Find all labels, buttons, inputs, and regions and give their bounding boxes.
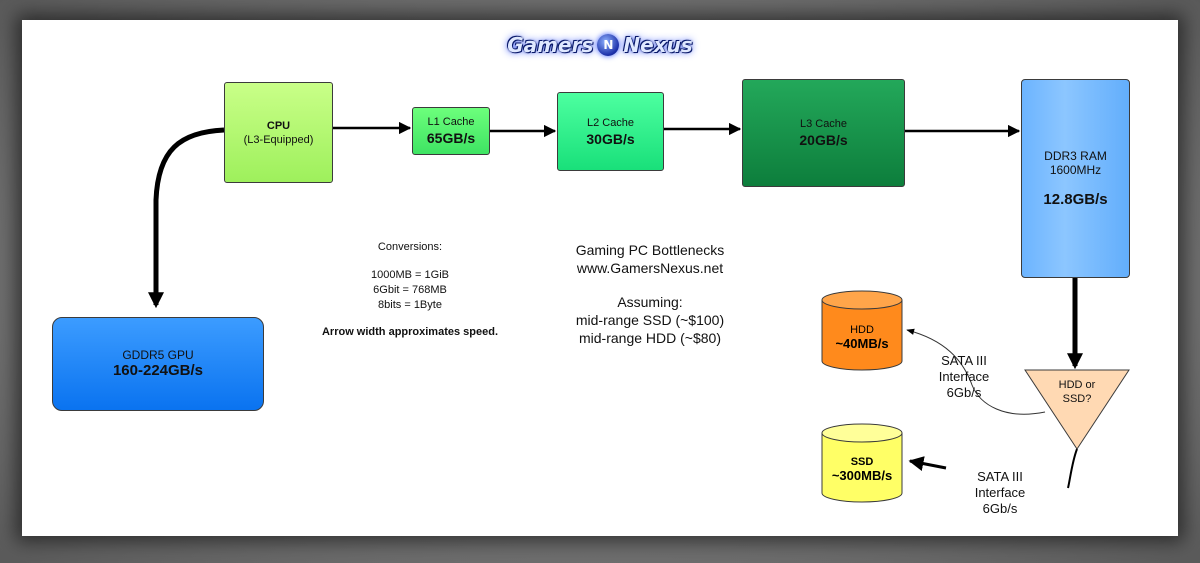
logo-text-right: Nexus (623, 33, 693, 57)
hdd-title: HDD (850, 323, 874, 336)
decision-triangle (1024, 369, 1130, 450)
ram-title: DDR3 RAM (1044, 148, 1107, 163)
gpu-speed: 160-224GB/s (112, 362, 204, 379)
conversion-line-1: 1000MB = 1GiB (371, 269, 449, 281)
assume-heading: Assuming: (617, 294, 683, 310)
logo-text-left: Gamers (507, 33, 594, 57)
l2-title: L2 Cache (586, 116, 635, 129)
sata-ssd-line-2: Interface (974, 485, 1026, 500)
gpu-title: GDDR5 GPU (122, 348, 194, 362)
ssd-node: SSD ~300MB/s (822, 446, 902, 492)
hdd-speed: ~40MB/s (835, 335, 889, 351)
ssd-speed: ~300MB/s (831, 467, 893, 483)
arrow-width-note: Arrow width approximates speed. (321, 326, 499, 338)
sata-ssd-line-1: SATA III (977, 469, 1023, 484)
decision-line-2: SSD? (1062, 393, 1092, 405)
cpu-subtitle: (L3-Equipped) (243, 133, 314, 146)
ram-speed: 12.8GB/s (1043, 190, 1108, 208)
l3-cache-node: L3 Cache 20GB/s (742, 79, 905, 187)
ram-node: DDR3 RAM 1600MHz 12.8GB/s (1021, 79, 1130, 278)
ram-subtitle: 1600MHz (1049, 162, 1102, 177)
gpu-node: GDDR5 GPU 160-224GB/s (52, 317, 264, 411)
arrow-decision-ssd-tail (1067, 448, 1078, 489)
sata-hdd-line-2: Interface (938, 369, 990, 384)
l1-speed: 65GB/s (426, 130, 476, 146)
info-block: Gaming PC Bottlenecks www.GamersNexus.ne… (540, 241, 760, 347)
ssd-title: SSD (850, 455, 874, 468)
ssd-cylinder-shape (821, 423, 903, 503)
sata-hdd-line-1: SATA III (941, 353, 987, 368)
cpu-title: CPU (266, 119, 291, 132)
l3-speed: 20GB/s (799, 132, 848, 148)
logo-emblem-icon: N (597, 34, 620, 56)
l1-title: L1 Cache (427, 116, 475, 128)
info-website: www.GamersNexus.net (576, 260, 724, 276)
conversion-line-2: 6Gbit = 768MB (373, 284, 447, 296)
conversions-heading: Conversions: (377, 241, 443, 253)
sata-hdd-line-3: 6Gb/s (946, 385, 982, 400)
l3-title: L3 Cache (799, 118, 848, 130)
sata-hdd-label: SATA III Interface 6Gb/s (924, 353, 1004, 401)
decision-line-1: HDD or (1058, 379, 1096, 391)
l2-cache-node: L2 Cache 30GB/s (557, 92, 664, 171)
arrow-decision-hdd (906, 328, 1046, 415)
assume-ssd: mid-range SSD (~$100) (575, 312, 725, 328)
sata-ssd-label: SATA III Interface 6Gb/s (960, 469, 1040, 517)
info-title: Gaming PC Bottlenecks (575, 242, 725, 258)
hdd-cylinder-shape (821, 290, 903, 371)
assume-hdd: mid-range HDD (~$80) (579, 330, 721, 346)
hdd-node: HDD ~40MB/s (822, 312, 902, 362)
arrow-cpu-gpu (147, 127, 225, 309)
l1-cache-node: L1 Cache 65GB/s (412, 107, 490, 155)
conversion-line-3: 8bits = 1Byte (378, 299, 442, 311)
l2-speed: 30GB/s (586, 130, 635, 147)
conversions-block: Conversions: 1000MB = 1GiB 6Gbit = 768MB… (330, 240, 490, 313)
arrow-decision-ssd (908, 456, 947, 471)
gamersnexus-logo: Gamers N Nexus (505, 32, 695, 58)
cpu-node: CPU (L3-Equipped) (224, 82, 333, 183)
sata-ssd-line-3: 6Gb/s (982, 501, 1018, 516)
decision-label: HDD or SSD? (1040, 378, 1114, 406)
